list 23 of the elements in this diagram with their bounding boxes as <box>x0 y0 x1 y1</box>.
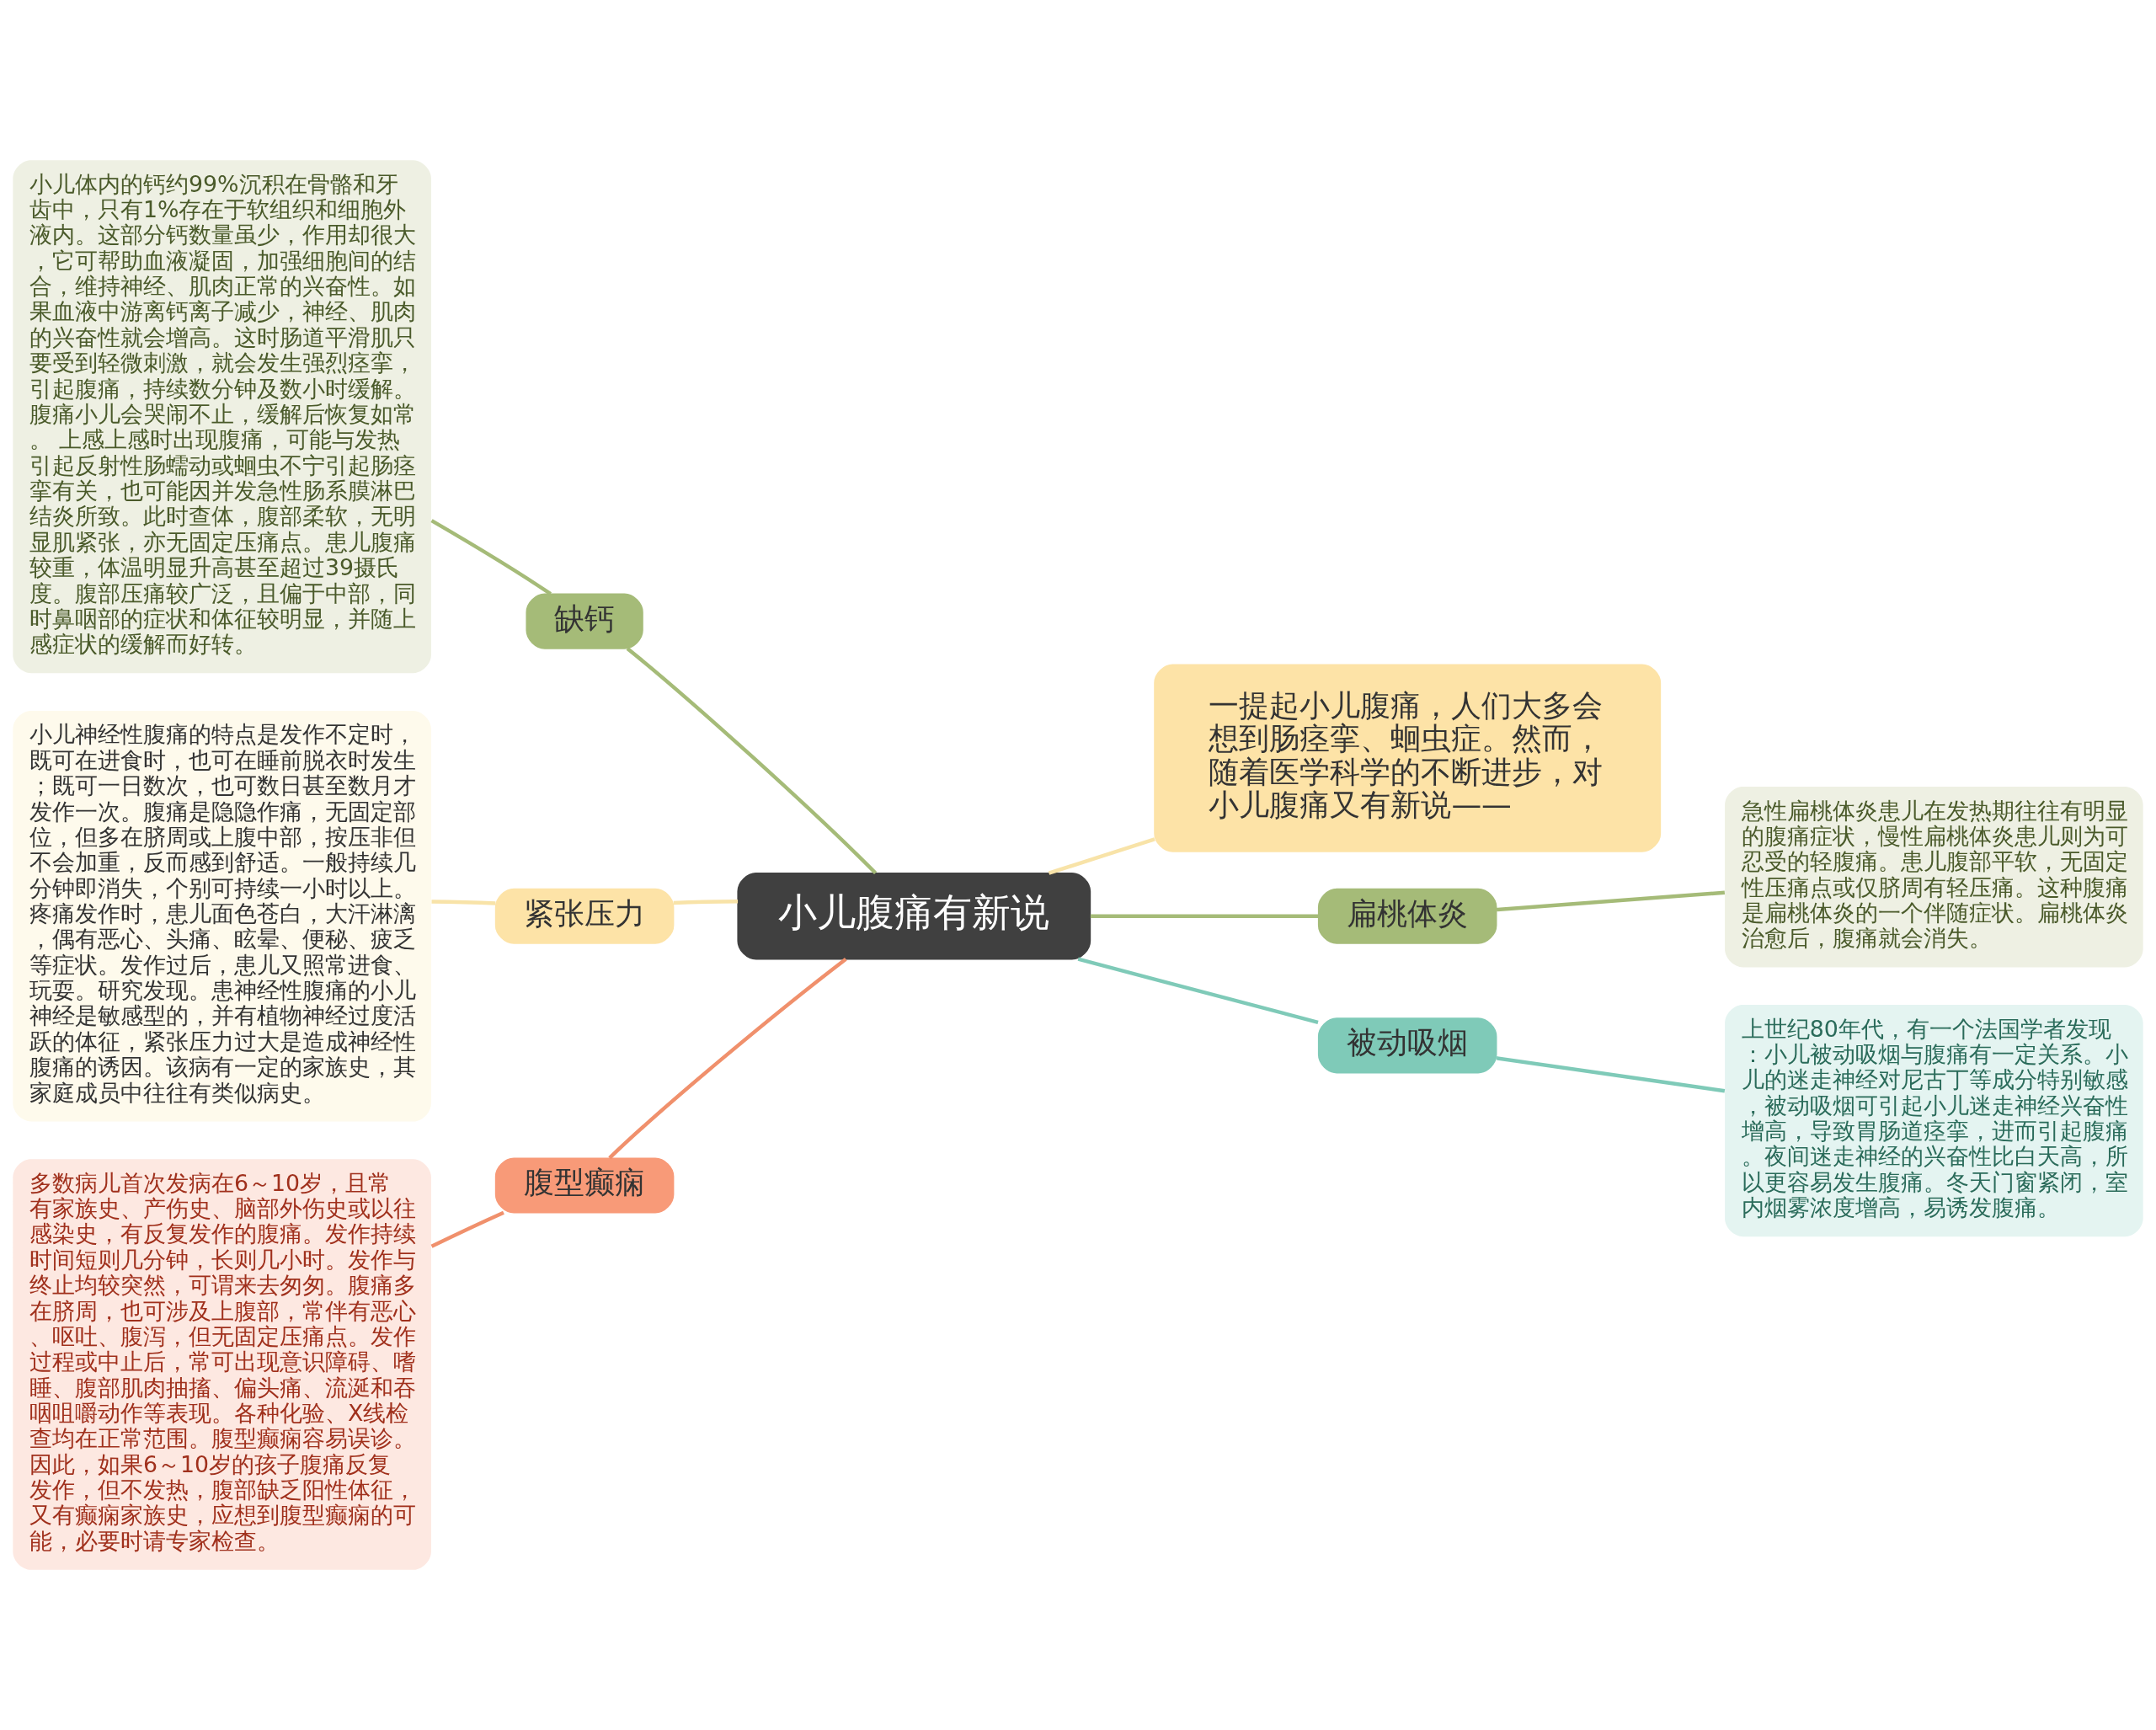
connector <box>626 647 878 875</box>
node-box: 小儿神经性腹痛的特点是发作不定时，既可在进食时，也可在睡前脱衣时发生；既可一日数次，也可数日甚至数月才发作一次。腹痛是隐隐作痛，无固定部位，但多在脐周或上腹中部，按压非但不会加重，反而感到舒适。一般持续几分钟即消失，个别可持续一小时以上。疼痛发作时，患儿面色苍白，大汗淋漓，偶有恶心、头痛、眩晕、便秘、疲乏等症状。发作过后，患儿又照常进食、玩耍。研究发现。患神经性腹痛的小儿神经是敏感型的，并有植物神经过度活跃的体征，紧张压力过大是造成神经性腹痛的诱因。该病有一定的家族史，其家庭成员中往往有类似病史。 <box>13 710 431 1122</box>
node-box: 扁桃体炎 <box>1317 888 1497 944</box>
node-box: 紧张压力 <box>494 888 675 944</box>
node-box: 上世纪80年代，有一个法国学者发现：小儿被动吸烟与腹痛有一定关系。小儿的迷走神经对尼古丁等成分特别敏感，被动吸烟可引起小儿迷走神经兴奋性增高，导致胃肠道痉挛，进而引起腹痛。夜间迷走神经的兴奋性比白天高，所以更容易发生腹痛。冬天门窗紧闭，室内烟雾浓度增高，易诱发腹痛。 <box>1725 1005 2143 1237</box>
connector <box>430 1210 504 1248</box>
connector <box>1048 837 1155 875</box>
node-box: 多数病儿首次发病在6～10岁，且常有家族史、产伤史、脑部外伤史或以往感染史，有反复发作的腹痛。发作持续时间短则几分钟，长则几小时。发作与终止均较突然，可谓来去匆匆。腹痛多在脐周，也可涉及上腹部，常伴有恶心、呕吐、腹泻，但无固定压痛点。发作过程或中止后，常可出现意识障碍、嗜睡、腹部肌肉抽搐、偏头痛、流涎和吞咽咀嚼动作等表现。各种化验、X线检查均在正常范围。腹型癫痫容易误诊。因此，如果6～10岁的孩子腹痛反复发作，但不发热，腹部缺乏阳性体征，又有癫痫家族史，应想到腹型癫痫的可能，必要时请专家检查。 <box>13 1159 431 1570</box>
connector <box>1496 890 1726 912</box>
connector <box>1496 1056 1726 1093</box>
connector <box>1090 914 1319 918</box>
connector <box>1077 957 1319 1024</box>
connector <box>608 957 847 1160</box>
node-box: 缺钙 <box>526 593 643 649</box>
node-box: 小儿体内的钙约99%沉积在骨骼和牙齿中，只有1%存在于软组织和细胞外液内。这部分钙数量虽少，作用却很大，它可帮助血液凝固，加强细胞间的结合，维持神经、肌肉正常的兴奋性。如果血液中游离钙离子减少，神经、肌肉的兴奋性就会增高。这时肠道平滑肌只要受到轻微刺激，就会发生强烈痉挛，引起腹痛，持续数分钟及数小时缓解。腹痛小儿会哭闹不止，缓解后恢复如常。 上感上感时出现腹痛，可能与发热引起反射性肠蠕动或蛔虫不宁引起肠痉挛有关，也可能因并发急性肠系膜淋巴结炎所致。此时查体，腹部柔软，无明显肌紧张，亦无固定压痛点。患儿腹痛较重，体温明显升高甚至超过39摄氏度。腹部压痛较广泛，且偏于中部，同时鼻咽部的症状和体征较明显，并随上感症状的缓解而好转。 <box>13 160 431 674</box>
node-box: 腹型癫痫 <box>494 1157 675 1214</box>
node-box: 小儿腹痛有新说 <box>737 872 1091 960</box>
node-box: 一提起小儿腹痛，人们大多会想到肠痉挛、蛔虫症。然而，随着医学科学的不断进步，对小儿腹痛又有新说—— <box>1154 664 1662 852</box>
connector <box>431 900 496 905</box>
connector <box>673 900 739 905</box>
node-box: 被动吸烟 <box>1317 1017 1497 1074</box>
node-box: 急性扁桃体炎患儿在发热期往往有明显的腹痛症状，慢性扁桃体炎患儿则为可忍受的轻腹痛。患儿腹部平软，无固定性压痛点或仅脐周有轻压痛。这种腹痛是扁桃体炎的一个伴随症状。扁桃体炎治愈后，腹痛就会消失。 <box>1725 787 2143 968</box>
connector <box>430 519 552 596</box>
